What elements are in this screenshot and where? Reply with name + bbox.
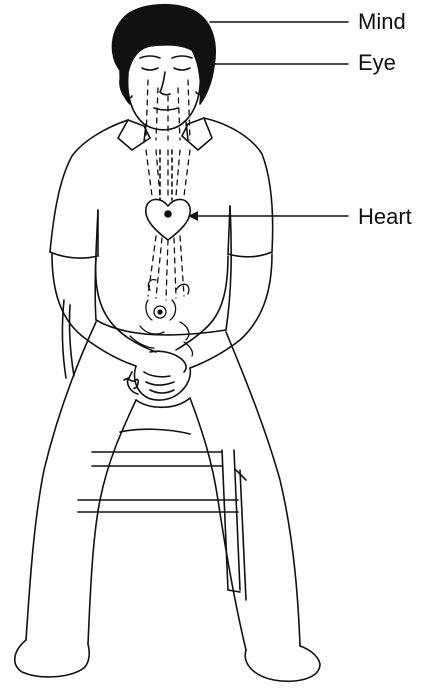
chair xyxy=(62,300,246,600)
mind-label: Mind xyxy=(358,11,406,33)
heart-dot xyxy=(165,211,171,217)
head xyxy=(120,56,208,130)
feet xyxy=(15,640,320,681)
trousers xyxy=(26,322,300,650)
eye-label: Eye xyxy=(358,52,396,74)
energy-lines xyxy=(146,80,190,300)
pointer-lines xyxy=(198,22,348,216)
heart-label: Heart xyxy=(358,206,412,228)
heart-shape xyxy=(146,199,191,240)
clasped-hands xyxy=(124,351,190,400)
shirt xyxy=(50,118,273,335)
